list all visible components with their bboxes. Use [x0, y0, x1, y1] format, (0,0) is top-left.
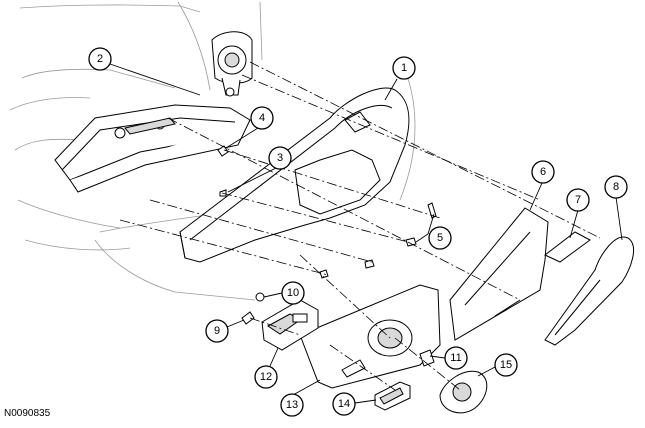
callout-15: 15	[494, 353, 518, 377]
callout-label: 12	[260, 371, 272, 383]
callout-label: 14	[338, 398, 350, 410]
alignment-lines	[119, 61, 601, 391]
outer-side-shield	[179, 87, 410, 263]
callout-label: 2	[97, 53, 103, 65]
callout-label: 10	[287, 287, 299, 299]
callout-14: 14	[332, 392, 356, 416]
callout-2: 2	[88, 47, 112, 71]
figure-reference-code: N0090835	[4, 408, 51, 419]
recliner-mechanism	[211, 31, 253, 97]
callout-8: 8	[604, 175, 628, 199]
callout-9: 9	[205, 319, 229, 343]
fasteners	[217, 145, 437, 367]
trim-panel	[449, 207, 549, 341]
callout-7: 7	[566, 188, 590, 212]
callout-label: 7	[575, 194, 581, 206]
seat-switch	[261, 299, 319, 351]
callout-10: 10	[281, 281, 305, 305]
callout-13: 13	[280, 393, 304, 417]
clip-5b	[405, 237, 417, 247]
plug-10	[255, 292, 265, 302]
callout-5: 5	[428, 226, 452, 250]
leader-lines	[109, 63, 623, 404]
clip-5c	[364, 259, 375, 269]
clip-4	[217, 145, 229, 157]
callout-label: 8	[613, 181, 619, 193]
callout-3: 3	[268, 146, 292, 170]
recliner-handle	[544, 236, 634, 346]
switch-bezel	[374, 381, 411, 411]
screw-9	[241, 311, 255, 325]
callout-label: 3	[277, 152, 283, 164]
callout-11: 11	[444, 346, 468, 370]
callout-label: 1	[401, 62, 407, 74]
callout-label: 9	[214, 325, 220, 337]
callout-1: 1	[392, 56, 416, 80]
callout-label: 11	[450, 352, 461, 364]
callout-12: 12	[254, 365, 278, 389]
callout-label: 13	[286, 399, 298, 411]
callout-label: 4	[259, 112, 265, 124]
callout-6: 6	[531, 160, 555, 184]
callout-4: 4	[250, 106, 274, 130]
seat-frame	[54, 104, 251, 193]
clip-11	[419, 349, 435, 367]
lower-side-shield	[299, 284, 441, 389]
callout-label: 15	[500, 359, 512, 371]
bracket	[544, 231, 591, 263]
control-knob	[439, 370, 488, 414]
callout-label: 6	[540, 166, 546, 178]
callout-label: 5	[437, 232, 443, 244]
